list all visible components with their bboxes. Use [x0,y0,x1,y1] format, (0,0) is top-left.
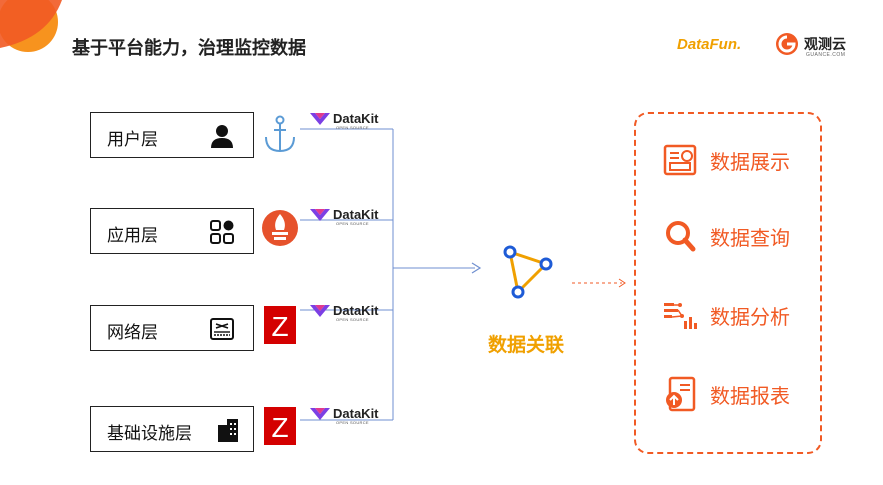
layer-box-app: 应用层 [90,208,254,254]
prometheus-icon [262,210,298,246]
output-item-analysis: 数据分析 [662,297,832,333]
datakit-sub: OPEN SOURCE [336,420,369,425]
datafun-logo: DataFun. [677,36,742,53]
network-switch-icon [210,318,234,340]
analysis-icon [664,303,697,329]
page-title: 基于平台能力，治理监控数据 [72,38,306,59]
datakit-name: DataKit [333,207,379,222]
user-icon [211,125,233,148]
datakit-name: DataKit [333,406,379,421]
output-label: 数据展示 [710,150,790,174]
guance-logo: 观测云 [804,37,846,53]
guance-logo-icon [776,33,798,55]
association-label: 数据关联 [488,334,565,356]
output-label: 数据报表 [710,384,790,408]
layer-box-infrastructure: 基础设施层 [90,406,254,452]
layer-box-user: 用户层 [90,112,254,158]
output-item-query: 数据查询 [662,218,832,254]
layer-label: 应用层 [107,226,158,246]
datakit-sub: OPEN SOURCE [336,221,369,226]
datakit-sub: OPEN SOURCE [336,317,369,322]
datakit-logo: DataKit OPEN SOURCE [310,207,390,227]
layer-box-network: 网络层 [90,305,254,351]
datakit-logo: DataKit OPEN SOURCE [310,406,390,426]
corner-decoration [0,0,62,52]
anchor-icon [265,115,295,153]
search-icon [666,221,696,252]
datakit-name: DataKit [333,111,379,126]
output-label: 数据查询 [710,226,790,250]
datakit-name: DataKit [333,303,379,318]
building-icon [218,419,238,442]
datakit-sub: OPEN SOURCE [336,125,369,130]
output-group [634,112,822,454]
datakit-icon [310,305,330,317]
output-label: 数据分析 [710,305,790,329]
svg-text:Z: Z [271,412,288,443]
output-item-report: 数据报表 [662,376,832,412]
datakit-icon [310,209,330,221]
layer-label: 基础设施层 [107,424,192,444]
zabbix-icon: Z [264,306,296,344]
zabbix-icon: Z [264,407,296,445]
datakit-icon [310,113,330,125]
layer-label: 用户层 [107,130,158,150]
apps-grid-icon [210,220,234,244]
dashboard-icon [663,144,697,176]
layer-label: 网络层 [107,323,158,343]
svg-text:Z: Z [271,311,288,342]
datakit-logo: DataKit OPEN SOURCE [310,111,390,131]
guance-logo-sub: GUANCE.COM [806,52,846,58]
association-graph-icon [503,245,553,299]
datakit-logo: DataKit OPEN SOURCE [310,303,390,323]
datakit-icon [310,408,330,420]
report-icon [666,376,696,412]
output-item-display: 数据展示 [662,142,832,178]
